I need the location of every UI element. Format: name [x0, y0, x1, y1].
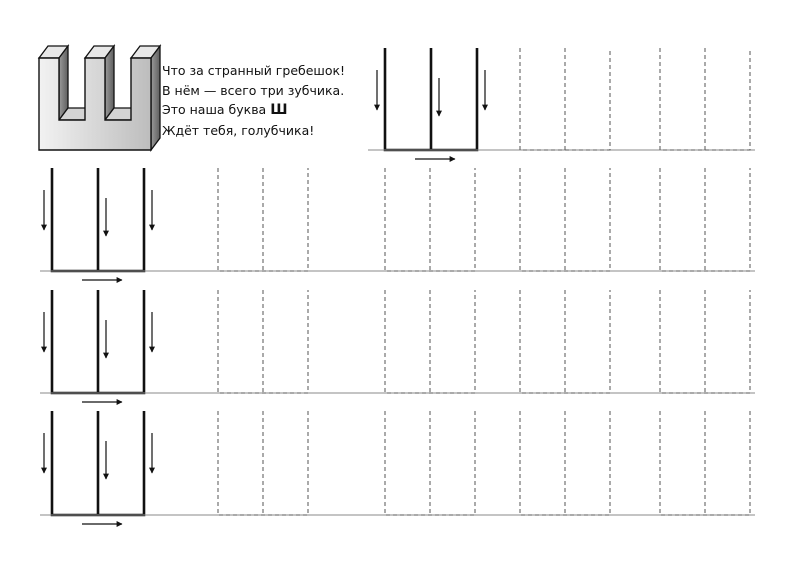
row-2-sample-letter: [50, 168, 146, 273]
poem-highlight-letter: Ш: [270, 102, 288, 118]
tracing-letter-r2-2: [384, 168, 476, 272]
tracing-letter-r4-1: [217, 411, 309, 516]
tracing-grid: [40, 48, 755, 527]
tracing-letter-r4-2: [384, 411, 476, 516]
tracing-letter-r2-1: [217, 168, 309, 272]
row-4-sample-letter: [50, 411, 146, 517]
tracing-letter-r1-2: [659, 48, 751, 151]
tracing-letter-r1-1: [519, 48, 611, 151]
tracing-letter-r3-1: [217, 290, 309, 394]
tracing-letter-r4-3: [519, 411, 611, 516]
poem: Что за странный гребешок! В нём — всего …: [162, 61, 345, 140]
poem-line-3-text: Это наша буква: [162, 102, 271, 117]
poem-line-4: Ждёт тебя, голубчика!: [162, 122, 315, 138]
tracing-letter-r2-3: [519, 168, 611, 272]
tracing-letter-r3-4: [659, 290, 751, 394]
poem-line-3: Это наша буква Ш: [162, 100, 345, 121]
tracing-letter-r3-2: [384, 290, 476, 394]
poem-line-2: В нём — всего три зубчика.: [162, 82, 345, 98]
row-1-sample-letter: [383, 48, 479, 152]
poem-line-1: Что за странный гребешок!: [162, 63, 346, 78]
tracing-letter-r2-4: [659, 168, 751, 272]
tracing-letter-r4-4: [659, 411, 751, 516]
letter-sha-3d-icon: [37, 44, 162, 152]
tracing-letter-r3-3: [519, 290, 611, 394]
row-3-sample-letter: [50, 290, 146, 395]
